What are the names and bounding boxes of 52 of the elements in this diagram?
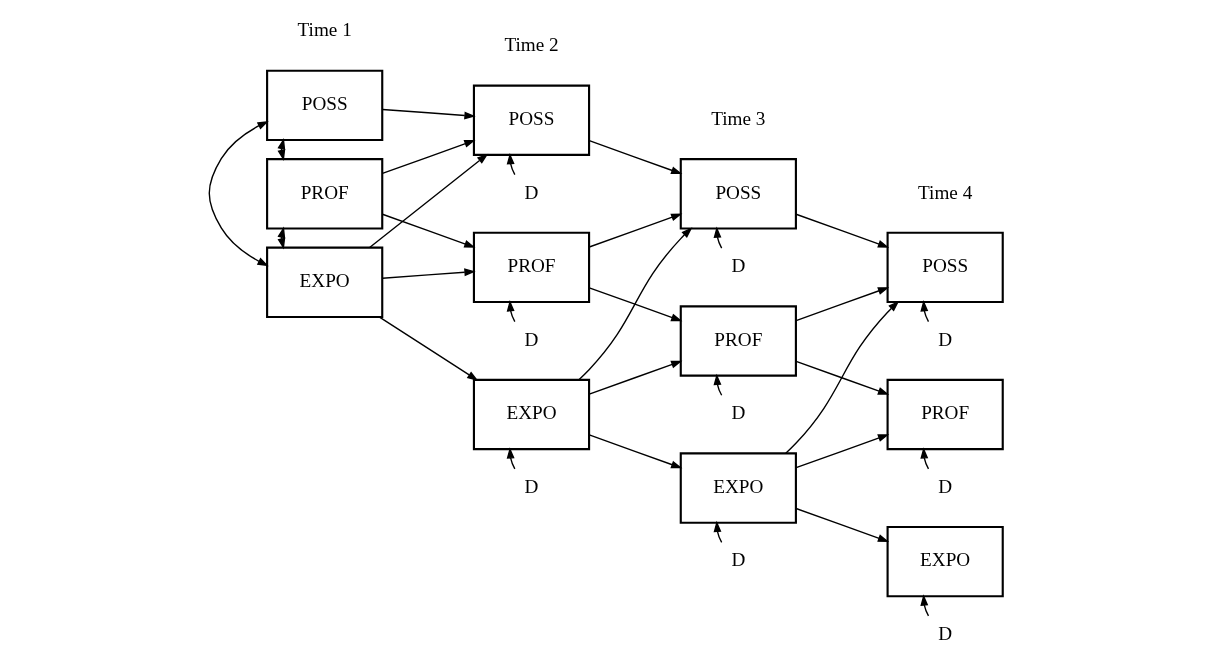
arrow bbox=[919, 447, 929, 470]
arrow bbox=[381, 213, 476, 248]
node-box: POSS bbox=[265, 69, 383, 142]
node-text: D bbox=[730, 549, 745, 571]
arrow bbox=[588, 287, 682, 322]
node-text: D bbox=[524, 328, 538, 350]
arrow bbox=[588, 360, 682, 395]
arrow bbox=[208, 120, 269, 267]
arrow bbox=[588, 213, 682, 248]
arrow bbox=[588, 434, 682, 469]
arrow bbox=[378, 316, 478, 381]
label: Time 1 bbox=[297, 19, 352, 41]
arrow bbox=[919, 300, 929, 323]
arrow bbox=[506, 447, 515, 470]
arrow bbox=[506, 300, 515, 323]
arrow bbox=[506, 152, 515, 176]
arrow bbox=[784, 300, 899, 454]
node-box: PROF bbox=[886, 378, 1004, 451]
arrow bbox=[577, 227, 692, 381]
label: Time 2 bbox=[503, 34, 559, 56]
node-box: POSS bbox=[472, 84, 590, 156]
node-text: D bbox=[524, 181, 538, 203]
node-text: D bbox=[937, 475, 952, 497]
node-box: EXPO bbox=[886, 525, 1004, 598]
arrow bbox=[794, 287, 889, 322]
arrow bbox=[381, 140, 476, 175]
arrow bbox=[713, 520, 722, 544]
arrow bbox=[713, 226, 722, 249]
arrow bbox=[588, 139, 682, 175]
node-text: D bbox=[937, 622, 952, 644]
node-box: EXPO bbox=[265, 246, 383, 319]
node-box: PROF bbox=[265, 158, 383, 230]
arrow bbox=[794, 507, 889, 542]
label: Time 3 bbox=[710, 107, 765, 129]
arrow bbox=[381, 268, 476, 279]
node-text: D bbox=[524, 475, 538, 497]
node-box: EXPO bbox=[679, 452, 797, 524]
node-box: POSS bbox=[886, 231, 1004, 304]
node-text: D bbox=[937, 328, 952, 350]
arrow bbox=[794, 360, 889, 395]
arrow bbox=[919, 594, 929, 617]
node-text: D bbox=[730, 255, 745, 277]
node-box: POSS bbox=[679, 158, 797, 230]
node-text: D bbox=[730, 402, 745, 424]
arrow bbox=[368, 153, 488, 249]
arrow bbox=[381, 108, 476, 120]
arrow bbox=[794, 434, 889, 469]
node-box: PROF bbox=[472, 231, 590, 304]
arrow bbox=[794, 213, 889, 248]
label: Time 4 bbox=[917, 181, 972, 203]
node-box: EXPO bbox=[472, 378, 590, 451]
node-box: PROF bbox=[679, 305, 797, 377]
